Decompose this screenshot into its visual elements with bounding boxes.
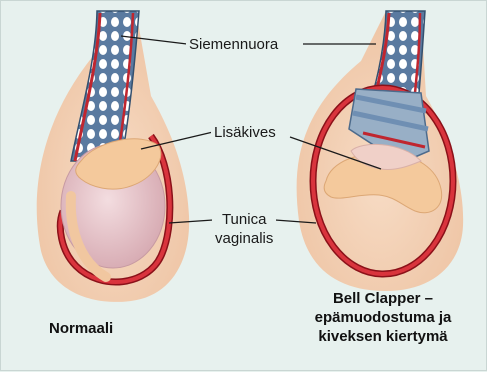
caption-bell-line2: epämuodostuma ja [303, 308, 463, 327]
caption-normal: Normaali [49, 319, 113, 338]
caption-bell-line1: Bell Clapper – [303, 289, 463, 308]
label-tunica-line2: vaginalis [215, 229, 273, 248]
label-spermatic-cord: Siemennuora [186, 36, 281, 53]
label-epididymis: Lisäkives [211, 124, 279, 141]
normal-anatomy [37, 11, 189, 302]
caption-bell-line3: kiveksen kiertymä [303, 327, 463, 346]
bell-clapper-anatomy [297, 11, 464, 291]
caption-bell-clapper: Bell Clapper – epämuodostuma ja kiveksen… [303, 289, 463, 346]
label-tunica-line1: Tunica [215, 210, 273, 229]
label-tunica-vaginalis: Tunica vaginalis [212, 210, 276, 248]
